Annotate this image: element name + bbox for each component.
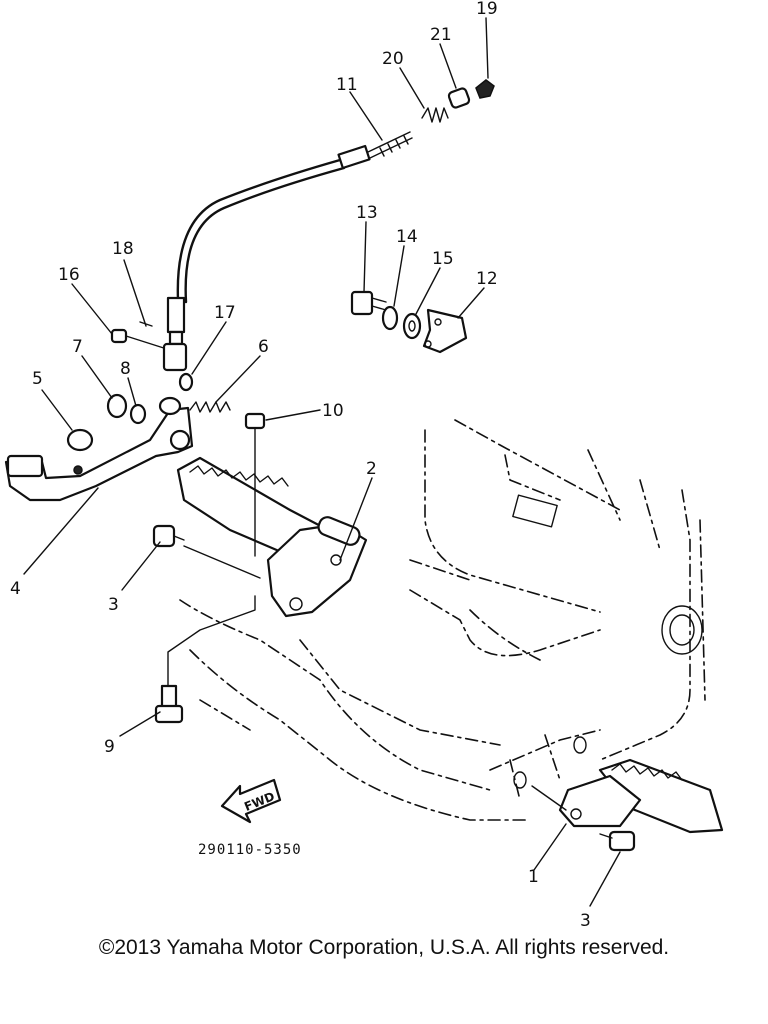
cable-adjuster [447,87,471,109]
callout-2: 2 [366,459,377,479]
diagram-part-code: 290110-5350 [198,842,302,858]
washer-8 [129,403,147,425]
washer-14 [381,305,399,331]
callout-1: 1 [528,867,539,887]
callout-20: 20 [382,49,404,69]
footrest-left [176,456,368,618]
brake-cable [166,131,413,346]
cable-spring [421,107,449,123]
callout-12: 12 [476,269,498,289]
callout-3-upper: 3 [108,595,119,615]
callout-16: 16 [58,265,80,285]
callout-4: 4 [10,579,21,599]
callout-10: 10 [322,401,344,421]
callout-8: 8 [120,359,131,379]
wing-nut [475,79,495,99]
callout-6: 6 [258,337,269,357]
callout-17: 17 [214,303,236,323]
clevis [162,342,188,372]
frame-outline [179,419,706,821]
bracket-12 [422,308,468,354]
callout-5: 5 [32,369,43,389]
washer-15 [402,312,422,340]
callout-13: 13 [356,203,378,223]
callout-labels: 19 21 20 11 13 14 15 12 18 16 17 6 7 8 5… [10,0,591,931]
callout-14: 14 [396,227,418,247]
footrest-right [531,758,724,834]
callout-11: 11 [336,75,358,95]
callout-9: 9 [104,737,115,757]
bolt-3-upper [152,524,261,579]
washer-7 [106,393,128,419]
callout-3-lower: 3 [580,911,591,931]
copyright-notice: ©2013 Yamaha Motor Corporation, U.S.A. A… [98,936,670,959]
brake-pedal [4,396,194,502]
callout-21: 21 [430,25,452,45]
clevis-pin [110,321,171,351]
callout-18: 18 [112,239,134,259]
pivot-cap [66,428,94,452]
forward-direction-arrow: FWD [220,778,282,824]
callout-19: 19 [476,0,498,19]
return-spring [189,401,231,413]
bolt-13 [350,290,387,316]
leader-lines [23,17,621,907]
washer-17 [178,372,194,392]
bolt-3-lower [599,830,636,852]
bolt-10 [244,412,266,557]
callout-15: 15 [432,249,454,269]
callout-7: 7 [72,337,83,357]
